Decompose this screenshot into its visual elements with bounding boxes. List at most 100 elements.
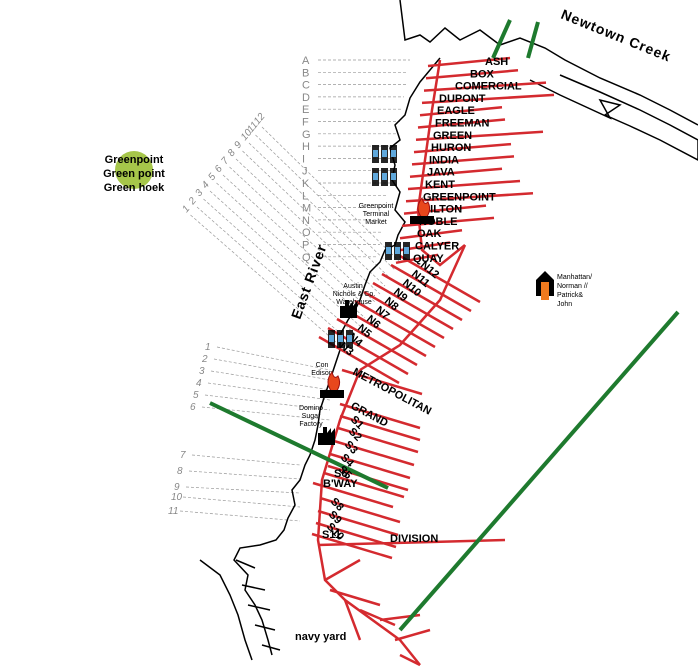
letter-label: D [302,92,310,104]
street-line [363,290,445,340]
south-number-label: 1 [205,342,211,353]
greenway-brooklyn [398,310,680,632]
greenpoint-terminal-label: Terminal [363,211,390,218]
south-number-label: 6 [190,402,196,413]
letter-label: B [302,67,309,79]
con-edison-label: Edison [311,370,333,377]
guide-line [261,126,401,263]
guide-line [248,142,391,279]
street-line [333,439,415,467]
street-label: S6 [334,468,347,480]
ship-icon [373,173,378,180]
south-number-label: 2 [201,354,208,365]
street-line [425,69,519,80]
ship-icon [347,335,352,342]
south-number-label: 4 [196,378,202,389]
ship-icon [391,150,396,157]
north-number-label: 9 [232,139,244,151]
street-label: GREEN [433,130,472,142]
street-line [317,509,399,537]
street-line [312,481,394,509]
street-line [423,81,547,92]
letter-label: O [302,227,311,239]
south-number-label: 10 [171,492,183,503]
street-line [417,118,506,129]
street-line [409,167,503,178]
guide-line [204,394,331,411]
street-line [399,653,421,667]
south-number-label: 9 [174,482,180,493]
greenways [209,19,680,632]
street-line [427,56,511,68]
street-line [323,471,405,499]
guide-line [207,382,331,401]
guide-line [185,486,301,494]
letter-label: L [302,190,308,202]
street-line [354,299,436,349]
street-line [405,192,534,203]
north-number-label: 2 [186,195,199,207]
street-label: GREENPOINT [423,191,496,203]
north-number-label: 8 [226,147,238,159]
neighborhood-label: Green point [103,168,165,180]
street-line-division [317,538,506,547]
ship-icon [404,247,409,254]
ship-icon [386,247,391,254]
street-line [341,368,423,396]
guide-line [222,174,371,311]
street-label: DUPONT [439,93,486,105]
street-label: FREEMAN [435,118,489,130]
street-line [394,628,431,642]
street-grid [311,56,555,667]
letter-label: F [302,117,309,129]
factory-icon [340,300,357,318]
ship-icon [395,247,400,254]
greenway-williamsburg [209,401,389,490]
street-line [399,228,463,240]
letter-label: A [302,55,310,67]
street-label: HURON [431,142,471,154]
guide-line [203,198,356,335]
letter-label: N [302,215,310,227]
guide-lines [179,59,410,522]
con-edison-label: Con [316,362,329,369]
street-label: B'WAY [323,478,358,490]
street-line [399,254,481,304]
street-line [381,272,463,322]
manhattan-note-label: Patrick& [557,292,583,299]
austin-nichols-label: Austin, [343,283,364,290]
guide-line [229,166,376,303]
street-label: QUAY [413,253,444,265]
letter-label: K [302,178,310,190]
south-number-label: 3 [199,366,205,377]
guide-line [190,214,346,351]
street-line [401,216,495,228]
street-line [343,599,362,641]
guide-line [191,454,301,466]
letter-label: H [302,141,310,153]
street-line [339,414,421,442]
street-line [413,142,512,154]
street-label: BOX [470,68,495,80]
south-number-label: 8 [177,466,183,477]
letter-label: I [302,153,305,165]
street-label: S11 [322,529,341,541]
greenway-creek-a [491,19,512,59]
north-number-label: 5 [206,171,218,183]
guide-line [196,206,351,343]
street-label: MILTON [421,204,462,216]
street-line [337,426,419,454]
north-number-label: 1 [180,204,192,215]
ship-icon [329,335,334,342]
guide-line [216,182,366,319]
street-line [359,608,396,627]
ship-icon [382,150,387,157]
domino-sugar-label: Domino [299,405,323,412]
south-number-label: 7 [180,450,186,461]
fire-icon [417,196,431,219]
manhattan-note-label: Manhattan/ [557,274,592,281]
domino-sugar-label: Factory [299,421,323,428]
guide-line [179,510,301,522]
letter-label: C [302,80,310,92]
